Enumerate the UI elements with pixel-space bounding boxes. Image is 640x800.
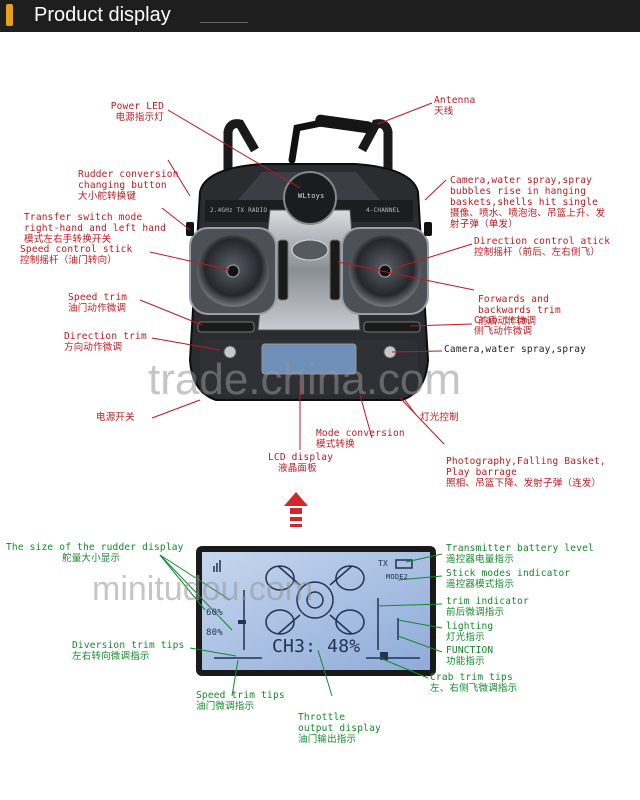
antenna-tip xyxy=(315,114,373,134)
brand-label: WLtoys xyxy=(298,192,325,200)
right-panel-text: 4-CHANNEL xyxy=(366,207,401,214)
header-bar: Product display xyxy=(0,0,640,32)
page-title: Product display xyxy=(34,4,171,26)
watermark-minitudou: minitudou.com xyxy=(92,570,314,608)
camera-functions-label: Camera,water spray,spray bubbles rise in… xyxy=(450,175,606,230)
right-handle xyxy=(358,119,393,200)
watermark-trade: trade.china.com xyxy=(148,355,462,404)
header-accent-mark xyxy=(6,4,13,26)
lcd-pct-60: 60% xyxy=(206,608,223,618)
lcd-screen xyxy=(202,552,430,670)
lcd-mode: MODE2 xyxy=(386,573,409,581)
power-switch-label: 电源开关 xyxy=(96,412,135,423)
left-panel-text: 2.4GHz TX RADIO xyxy=(210,207,268,214)
brand-badge xyxy=(283,171,337,225)
lcd-pct-80: 80% xyxy=(206,628,223,638)
camera-spray-label: Camera,water spray,spray xyxy=(444,344,587,355)
left-handle xyxy=(223,119,259,200)
arrow-up xyxy=(284,492,308,527)
transfer-switch-label: Transfer switch mode right-hand and left… xyxy=(24,212,167,245)
photography-label: Photography,Falling Basket, Play barrage… xyxy=(446,456,606,489)
lcd-tx: TX xyxy=(378,559,389,568)
lcd-channel: CH3: 48% xyxy=(272,636,361,657)
lcd-window xyxy=(261,343,357,375)
antenna-shape xyxy=(288,118,330,164)
header-underline xyxy=(200,22,248,23)
light-control-label: 灯光控制 xyxy=(420,412,459,423)
